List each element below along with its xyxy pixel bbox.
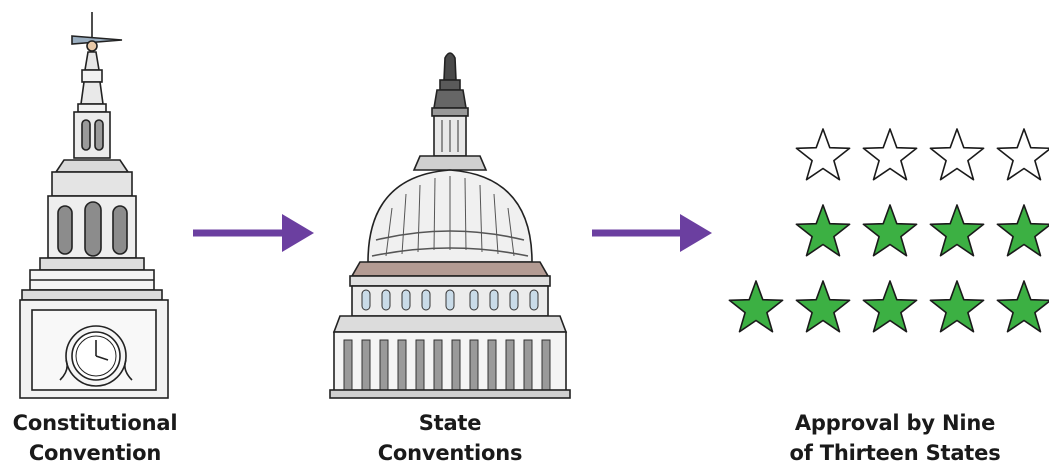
caption-line: State: [418, 411, 482, 435]
caption-line: Conventions: [377, 441, 523, 465]
outline-star-icon: [996, 128, 1049, 181]
outline-star-icon: [795, 128, 851, 181]
stars-icon: [728, 128, 1049, 333]
filled-star-icon: [862, 280, 918, 333]
arrow-1: [193, 214, 314, 252]
filled-star-icon: [929, 204, 985, 257]
step-caption-constitutional-convention: Constitutional Convention: [0, 408, 190, 468]
caption-line: Constitutional: [12, 411, 178, 435]
arrow-2: [592, 214, 712, 252]
step-caption-approval: Approval by Nine of Thirteen States: [760, 408, 1030, 468]
caption-line: of Thirteen States: [789, 441, 1001, 465]
caption-line: Convention: [28, 441, 162, 465]
outline-star-icon: [862, 128, 918, 181]
capitol-dome-icon: [329, 52, 571, 399]
outline-star-icon: [929, 128, 985, 181]
step-caption-state-conventions: State Conventions: [355, 408, 545, 468]
filled-star-icon: [795, 204, 851, 257]
filled-star-icon: [996, 280, 1049, 333]
filled-star-icon: [929, 280, 985, 333]
caption-line: Approval by Nine: [794, 411, 996, 435]
filled-star-icon: [996, 204, 1049, 257]
filled-star-icon: [862, 204, 918, 257]
filled-star-icon: [795, 280, 851, 333]
bell-tower-icon: [19, 12, 169, 399]
filled-star-icon: [728, 280, 784, 333]
